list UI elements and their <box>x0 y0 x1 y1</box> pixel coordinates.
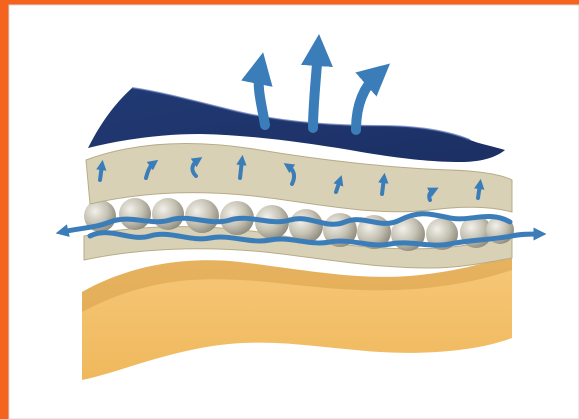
bead <box>152 198 184 230</box>
upward-arrow-icon <box>300 34 333 133</box>
upward-arrow-icon <box>333 175 344 194</box>
curved-up-arrow-icon <box>144 159 159 180</box>
top-fabric-layer <box>88 87 505 162</box>
curved-up-arrow-icon <box>283 163 297 186</box>
wavy-horizontal-arrow-icon <box>55 211 513 237</box>
bead <box>119 198 151 230</box>
upward-arrow-icon <box>474 178 485 200</box>
curved-up-arrow-icon <box>427 187 439 202</box>
upward-arrow-icon <box>241 52 273 130</box>
upward-arrow-icon <box>236 154 247 180</box>
bead <box>185 199 219 233</box>
foam-base-layer <box>82 255 512 380</box>
curved-up-arrow-icon <box>351 63 391 135</box>
lateral-airflow <box>55 211 547 248</box>
curved-up-arrow-icon <box>190 157 203 178</box>
upward-arrow-icon <box>96 159 107 182</box>
vertical-airflow-small <box>96 154 485 202</box>
upward-arrow-icon <box>378 172 389 196</box>
wavy-horizontal-arrow-icon <box>87 227 547 248</box>
vertical-airflow-large <box>241 34 391 135</box>
